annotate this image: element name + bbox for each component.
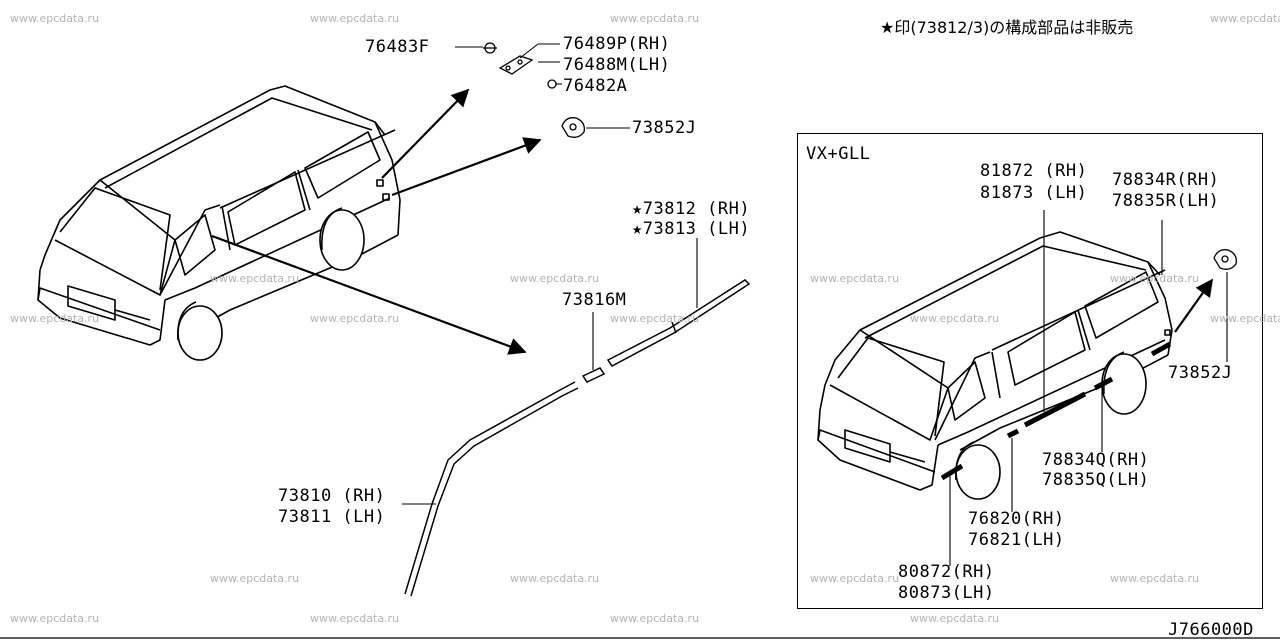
watermark: www.epcdata.ru (1110, 272, 1200, 285)
label-76820: 76820(RH) (968, 509, 1065, 529)
inset-title: VX+GLL (806, 144, 871, 164)
label-76489P: 76489P(RH) (563, 34, 671, 54)
watermark: www.epcdata.ru (10, 312, 100, 325)
clip-leaders (455, 43, 630, 129)
label-73812: ★73812 (RH) (632, 199, 751, 219)
inset-trim-strips (940, 341, 1172, 481)
label-73852J: 73852J (632, 118, 697, 138)
label-80873: 80873(LH) (898, 583, 995, 603)
moulding-strips (404, 279, 751, 597)
watermark: www.epcdata.ru (510, 272, 600, 285)
label-76821: 76821(LH) (968, 530, 1065, 550)
watermark: www.epcdata.ru (1210, 12, 1280, 25)
watermark: www.epcdata.ru (210, 572, 300, 585)
watermark: www.epcdata.ru (1210, 312, 1280, 325)
watermark: www.epcdata.ru (210, 272, 300, 285)
label-73852J-inset: 73852J (1168, 363, 1233, 383)
label-81872: 81872 (RH) (980, 161, 1088, 181)
watermark: www.epcdata.ru (10, 12, 100, 25)
label-73813: ★73813 (LH) (632, 219, 751, 239)
label-78834Q: 78834Q(RH) (1042, 450, 1150, 470)
label-76483F: 76483F (365, 37, 430, 57)
label-73811: 73811 (LH) (278, 507, 386, 527)
watermark: www.epcdata.ru (310, 312, 400, 325)
label-81873: 81873 (LH) (980, 183, 1088, 203)
inset-arrow (1174, 278, 1214, 333)
watermark: www.epcdata.ru (910, 612, 1000, 625)
watermark: www.epcdata.ru (310, 612, 400, 625)
watermark: www.epcdata.ru (610, 12, 700, 25)
watermark: www.epcdata.ru (510, 572, 600, 585)
main-arrows (211, 88, 542, 355)
label-76482A: 76482A (563, 76, 628, 96)
label-73810: 73810 (RH) (278, 486, 386, 506)
diagram-code: J766000D (1168, 620, 1254, 640)
watermark: www.epcdata.ru (610, 312, 700, 325)
watermark: www.epcdata.ru (10, 612, 100, 625)
label-80872: 80872(RH) (898, 562, 995, 582)
not-for-sale-note: ★印(73812/3)の構成部品は非販売 (880, 18, 1134, 37)
strip-leaders (402, 238, 698, 505)
watermark: www.epcdata.ru (910, 312, 1000, 325)
label-76488M: 76488M(LH) (563, 55, 671, 75)
van-inset-illustration (817, 231, 1173, 500)
label-73816M: 73816M (562, 290, 627, 310)
watermark: www.epcdata.ru (610, 612, 700, 625)
van-main-illustration (37, 85, 401, 361)
watermark: www.epcdata.ru (1110, 572, 1200, 585)
label-78834R: 78834R(RH) (1112, 170, 1220, 190)
label-78835Q: 78835Q(LH) (1042, 470, 1150, 490)
label-78835R: 78835R(LH) (1112, 191, 1220, 211)
inset-frame (797, 133, 1263, 609)
inset-clip-part (1213, 249, 1237, 270)
watermark: www.epcdata.ru (310, 12, 400, 25)
watermark: www.epcdata.ru (810, 572, 900, 585)
inset-leaders (949, 210, 1228, 566)
watermark: www.epcdata.ru (810, 272, 900, 285)
